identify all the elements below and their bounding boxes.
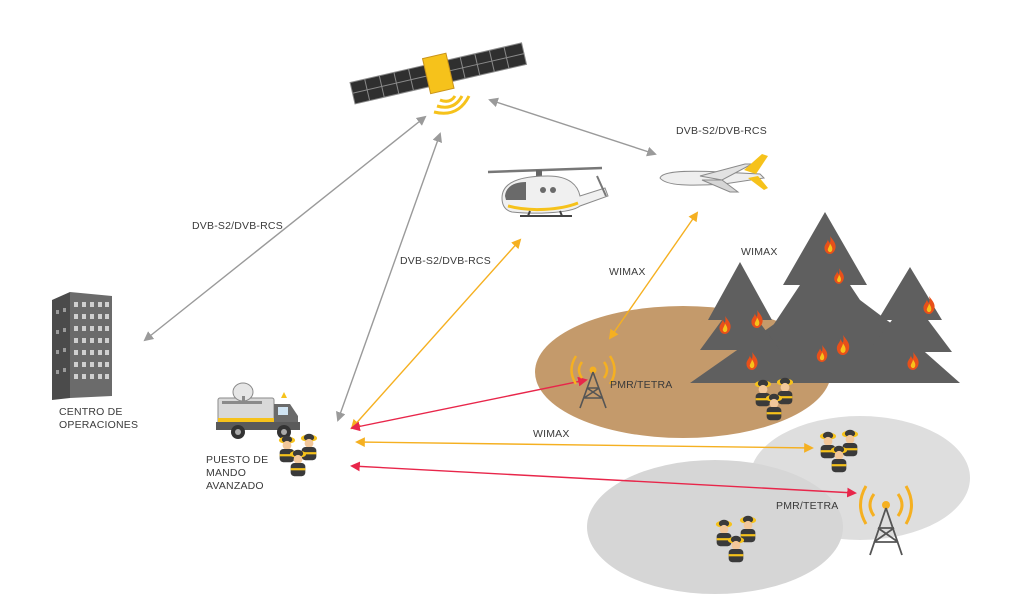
forest-fire-icon bbox=[690, 212, 960, 383]
link-label-post-group-wimax: WIMAX bbox=[533, 428, 570, 440]
link-label-sat-uav: DVB-S2/DVB-RCS bbox=[676, 125, 767, 137]
building-icon bbox=[52, 292, 112, 400]
link-label-tower2: PMR/TETRA bbox=[776, 500, 839, 512]
link-sat-uav bbox=[488, 97, 657, 157]
radio-tower-icon bbox=[570, 355, 616, 409]
link-post-tower1 bbox=[350, 376, 588, 432]
link-uav-tower bbox=[608, 211, 699, 340]
uav-drone-icon bbox=[659, 154, 768, 193]
radio-tower-icon bbox=[859, 485, 913, 556]
link-label-uav-tower: WIMAX bbox=[609, 266, 646, 278]
link-label-sat-post: DVB-S2/DVB-RCS bbox=[400, 255, 491, 267]
operations-center-label: CENTRO DE OPERACIONES bbox=[59, 406, 139, 431]
link-label-tower1: PMR/TETRA bbox=[610, 379, 673, 391]
link-post-group-wimax bbox=[355, 437, 814, 453]
command-post-label: PUESTO DE MANDO AVANZADO bbox=[206, 454, 269, 492]
link-label-forest-wimax: WIMAX bbox=[741, 246, 778, 258]
firefighters-icon bbox=[278, 433, 318, 477]
satellite-icon bbox=[349, 42, 528, 115]
command-truck-icon bbox=[216, 382, 300, 439]
link-post-tower2 bbox=[350, 461, 857, 498]
link-label-sat-ops: DVB-S2/DVB-RCS bbox=[192, 220, 283, 232]
link-sat-ops bbox=[143, 115, 427, 342]
helicopter-icon bbox=[487, 166, 609, 217]
link-post-helicopter bbox=[350, 238, 522, 430]
link-sat-post bbox=[336, 132, 442, 422]
